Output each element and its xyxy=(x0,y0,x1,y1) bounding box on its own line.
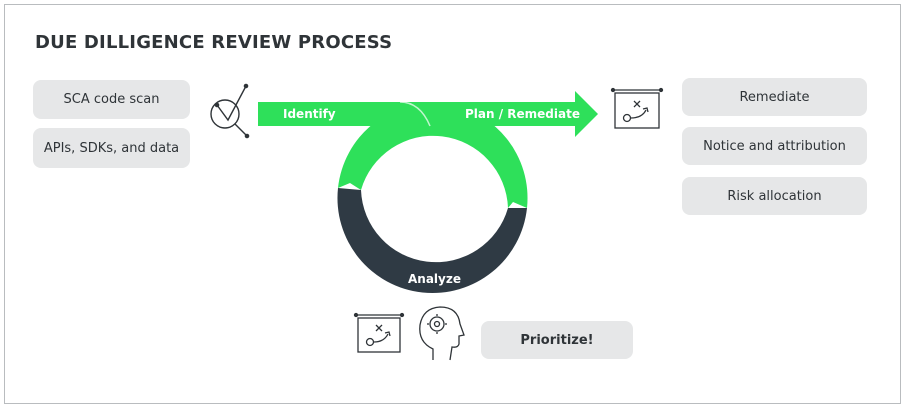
step-notice-attribution: Notice and attribution xyxy=(682,127,867,165)
loop-overlap-edge xyxy=(399,101,431,127)
page-title: DUE DILLIGENCE REVIEW PROCESS xyxy=(35,32,393,53)
identify-loop-segment xyxy=(338,102,528,208)
step-apis-sdks-data: APIs, SDKs, and data xyxy=(33,128,190,168)
analyze-loop-segment xyxy=(337,188,527,294)
strategy-board-icon xyxy=(610,87,664,129)
step-sca-code-scan: SCA code scan xyxy=(33,80,190,119)
prioritize-board-icon xyxy=(353,312,405,353)
analyze-label: Analyze xyxy=(408,272,461,286)
plan-remediate-label: Plan / Remediate xyxy=(465,107,580,121)
step-risk-allocation: Risk allocation xyxy=(682,177,867,215)
identify-label: Identify xyxy=(283,107,336,121)
plan-arrow xyxy=(258,91,598,137)
head-gear-icon xyxy=(419,306,465,361)
prioritize-label: Prioritize! xyxy=(481,321,633,359)
magnifier-check-icon xyxy=(210,83,250,139)
step-remediate: Remediate xyxy=(682,78,867,116)
